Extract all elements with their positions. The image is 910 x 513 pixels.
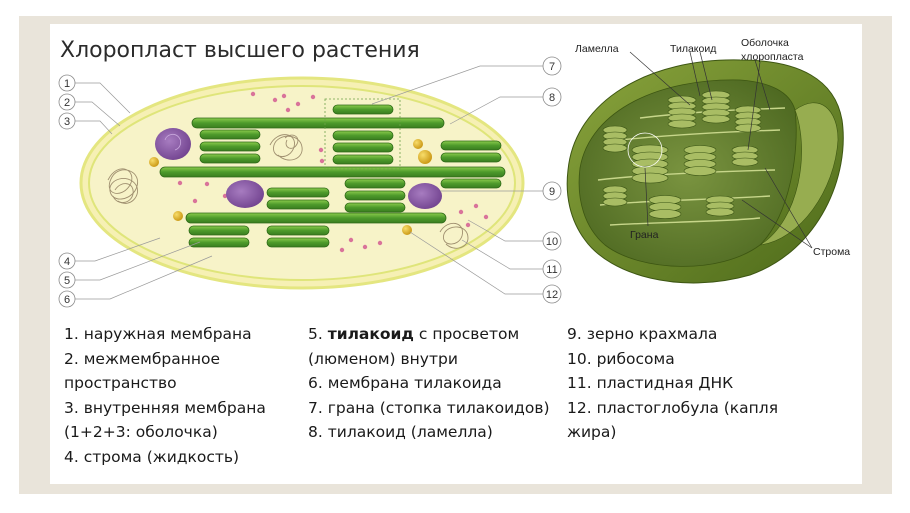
marker-1: 1 xyxy=(64,78,70,90)
legend-item-2: 2. межмембранное пространство xyxy=(64,349,221,393)
marker-6: 6 xyxy=(64,294,70,306)
slide-title: Хлоропласт высшего растения xyxy=(60,38,420,63)
legend-item-12: 12. пластоглобула (капля жира) xyxy=(567,398,779,442)
legend-item-3: 3. внутренняя мембрана (1+2+3: оболочка) xyxy=(64,398,266,442)
plastid-dna xyxy=(107,134,469,249)
marker-11: 11 xyxy=(546,264,557,276)
legend-column-3: 9. зерно крахмала 10. рибосома 11. пласт… xyxy=(567,322,817,445)
marker-4: 4 xyxy=(64,256,70,268)
label-thylakoid: Тилакоид xyxy=(670,43,716,55)
label-lamella: Ламелла xyxy=(575,43,619,55)
legend-column-2: 5. тилакоид с просветом (люменом) внутри… xyxy=(308,322,563,445)
legend-item-5-prefix: 5. xyxy=(308,325,328,343)
marker-2: 2 xyxy=(64,97,70,109)
legend-column-1: 1. наружная мембрана 2. межмембранное пр… xyxy=(64,322,294,469)
marker-10: 10 xyxy=(546,236,558,248)
label-grana: Грана xyxy=(630,229,659,241)
legend-item-6: 6. мембрана тилакоида xyxy=(308,374,502,392)
legend-item-8: 8. тилакоид (ламелла) xyxy=(308,423,493,441)
legend-item-9: 9. зерно крахмала xyxy=(567,325,718,343)
label-envelope-2: хлоропласта xyxy=(741,51,804,63)
legend-item-4: 4. строма (жидкость) xyxy=(64,447,240,466)
illustration-chloroplast: Ламелла Тилакоид Оболочка хлоропласта Гр… xyxy=(566,37,850,284)
legend-item-5-rest: с просветом (люменом) внутри xyxy=(308,325,520,368)
markers-left: 1 2 3 4 5 6 xyxy=(58,74,76,308)
legend-item-11: 11. пластидная ДНК xyxy=(567,374,734,392)
plastoglobules xyxy=(149,139,432,235)
legend-item-10: 10. рибосома xyxy=(567,349,675,368)
legend-item-5-bold: тилакоид xyxy=(327,325,414,343)
label-envelope-1: Оболочка xyxy=(741,37,789,49)
legend-item-5: 5. тилакоид с просветом (люменом) внутри xyxy=(308,322,563,371)
leader-lines xyxy=(75,65,543,300)
ribosomes xyxy=(177,91,489,253)
marker-5: 5 xyxy=(64,275,70,287)
markers-right: 7 8 9 10 11 12 xyxy=(542,56,562,304)
label-stroma: Строма xyxy=(813,246,850,258)
schematic-chloroplast: 1 2 3 4 5 6 7 8 9 10 11 12 xyxy=(58,56,562,308)
marker-7: 7 xyxy=(549,61,555,73)
thylakoids xyxy=(159,98,506,248)
starch-grains xyxy=(155,128,442,209)
legend-item-7: 7. грана (стопка тилакоидов) xyxy=(308,398,550,417)
legend-item-1: 1. наружная мембрана xyxy=(64,325,252,343)
marker-9: 9 xyxy=(549,186,555,198)
marker-8: 8 xyxy=(549,92,555,104)
marker-12: 12 xyxy=(546,289,558,301)
marker-3: 3 xyxy=(64,116,70,128)
